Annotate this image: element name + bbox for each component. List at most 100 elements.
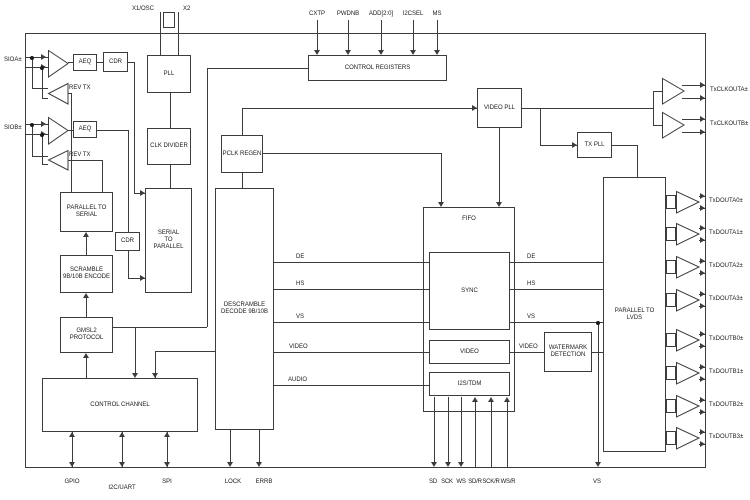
wire	[491, 401, 492, 468]
pin-txdoutb3: TxDOUTB3±	[709, 434, 744, 440]
wire	[71, 93, 72, 192]
pin-txdoutb1: TxDOUTB1±	[709, 369, 744, 375]
signal-de-left: DE	[296, 254, 305, 260]
wire	[42, 67, 43, 98]
wire	[441, 153, 442, 203]
wire	[413, 20, 414, 51]
block-aeq-a: AEQ	[73, 54, 97, 71]
arrowhead	[595, 462, 601, 467]
block-pclk-regen: PCLK REGEN	[221, 135, 263, 173]
clkout-a-buffer-triangle	[662, 77, 685, 105]
arrowhead	[152, 373, 158, 378]
wire	[86, 236, 87, 255]
wire	[160, 12, 161, 55]
wire	[128, 130, 129, 232]
arrowhead	[700, 193, 705, 199]
wire	[155, 351, 215, 352]
arrowhead	[69, 462, 75, 467]
crystal-symbol	[163, 12, 175, 28]
wire	[612, 145, 637, 146]
arrowhead	[458, 462, 464, 467]
arrowhead	[700, 237, 705, 243]
arrowhead	[83, 232, 89, 237]
wire	[25, 57, 48, 58]
pin-spi: SPI	[162, 479, 172, 485]
pin-wsr: WS/R	[500, 479, 516, 485]
lvds-buffer-triangle	[676, 190, 701, 214]
block-tx-pll: TX PLL	[577, 132, 612, 158]
wire	[274, 322, 429, 323]
junction-dot	[40, 133, 44, 137]
wire	[67, 93, 71, 94]
wire	[134, 193, 145, 194]
arrowhead	[410, 50, 416, 55]
pin-ws: WS	[456, 479, 466, 485]
block-cdr-b: CDR	[115, 232, 140, 251]
arrowhead	[41, 54, 46, 60]
lvds-buffer-triangle	[676, 255, 701, 279]
arrowhead	[700, 129, 705, 135]
wire	[42, 134, 43, 164]
wire	[522, 108, 653, 109]
wire	[134, 62, 135, 193]
arrowhead	[378, 50, 384, 55]
lvds-buffer-triangle	[676, 426, 701, 450]
rev-tx-a-triangle	[47, 82, 69, 105]
wire	[67, 160, 102, 161]
wire	[434, 397, 435, 464]
arrowhead	[140, 275, 145, 281]
block-video-pll: VIDEO PLL	[477, 88, 522, 128]
wire	[381, 20, 382, 51]
lvds-buffer-input	[666, 195, 676, 209]
wire	[598, 322, 599, 464]
pin-gpio: GPIO	[64, 479, 80, 485]
block-aeq-b: AEQ	[73, 121, 97, 138]
lvds-buffer-input	[666, 333, 676, 347]
wire	[499, 128, 500, 203]
arrowhead	[345, 50, 351, 55]
lvds-buffer-input	[666, 260, 676, 274]
pin-i2csel: I2CSEL	[402, 11, 424, 17]
wire	[274, 262, 429, 263]
arrowhead	[164, 432, 170, 437]
pin-cxtp: CXTP	[308, 11, 326, 17]
block-parallel-to-serial: PARALLEL TO SERIAL	[60, 192, 113, 232]
wire	[317, 20, 318, 51]
wire	[653, 125, 662, 126]
pin-ms: MS	[432, 11, 442, 17]
arrowhead	[700, 291, 705, 297]
block-control-channel: CONTROL CHANNEL	[42, 378, 198, 432]
wire	[207, 68, 208, 327]
wire	[461, 397, 462, 464]
pin-txclkouta: TxCLKOUTA±	[710, 87, 748, 93]
wire	[32, 88, 48, 89]
block-serial-to-parallel: SERIAL TO PARALLEL	[145, 188, 192, 293]
pin-add20: ADD[2:0]	[368, 11, 394, 17]
wire	[242, 108, 243, 135]
arrowhead	[700, 116, 705, 122]
junction-dot	[30, 123, 34, 127]
arrowhead	[700, 397, 705, 403]
block-sync: SYNC	[429, 252, 510, 330]
arrowhead	[438, 202, 444, 207]
wire	[682, 132, 705, 133]
arrowhead	[700, 95, 705, 101]
wire	[25, 134, 48, 135]
sioa-amp-triangle	[48, 49, 69, 78]
lvds-buffer-input	[666, 399, 676, 413]
arrowhead	[445, 462, 451, 467]
lvds-buffer-triangle	[676, 222, 701, 246]
wire	[86, 357, 87, 378]
wire	[682, 85, 705, 86]
wire	[507, 401, 508, 468]
arrowhead	[69, 432, 75, 437]
block-i2s-tdm: I2S/TDM	[429, 372, 510, 396]
pin-siob: SIOB±	[4, 125, 22, 131]
wire	[230, 430, 231, 464]
wire	[32, 57, 33, 88]
block-watermark-detection: WATERMARK DETECTION	[544, 332, 592, 372]
arrowhead	[700, 270, 705, 276]
lvds-buffer-input	[666, 366, 676, 380]
pin-vs: VS	[592, 479, 602, 485]
